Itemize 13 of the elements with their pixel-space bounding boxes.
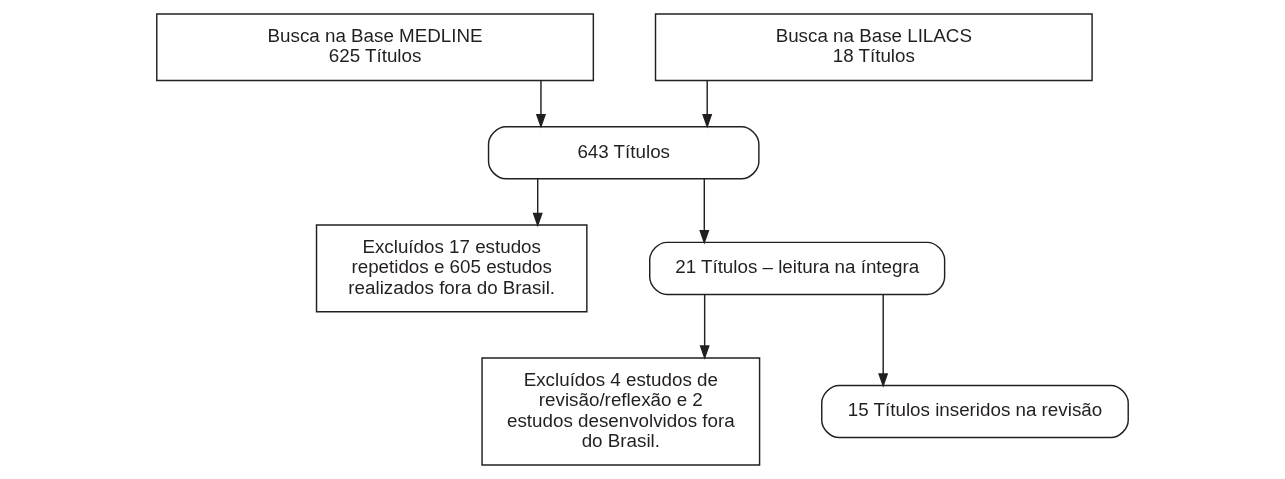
node-box: Excluídos 17 estudos repetidos e 605 estudos realizados fora do Brasil.	[315, 224, 588, 313]
arrow	[702, 79, 713, 129]
node-box: 643 Títulos	[487, 126, 760, 180]
arrow	[699, 178, 710, 245]
arrow	[878, 293, 889, 388]
node-box: Excluídos 4 estudos de revisão/reflexão e 2 estudos desenvolvidos fora do Brasil.	[481, 357, 761, 466]
arrow	[699, 293, 710, 360]
node-box: Busca na Base LILACS 18 Títulos	[654, 13, 1093, 82]
node-box: 21 Títulos – leitura na íntegra	[649, 241, 946, 296]
node-box: Busca na Base MEDLINE 625 Títulos	[156, 13, 595, 82]
arrow	[535, 79, 547, 129]
node-box: 15 Títulos inseridos na revisão	[821, 384, 1129, 439]
arrow	[532, 178, 543, 228]
